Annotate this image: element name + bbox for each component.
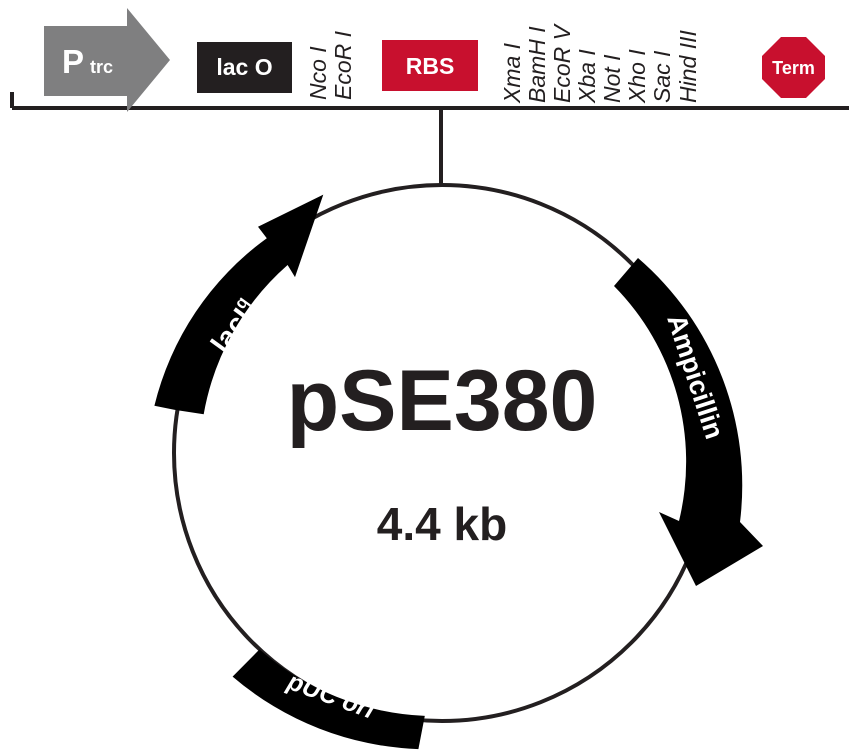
rbs-box: RBS [382, 40, 478, 91]
site-ecor-v: EcoR V [549, 22, 575, 103]
laciq-arrow [154, 194, 324, 415]
puc-ori-block [232, 649, 425, 750]
site-bamh-i: BamH I [524, 26, 550, 103]
terminator-shape [762, 37, 825, 98]
site-sac-i: Sac I [649, 50, 675, 103]
plasmid-name: pSE380 [287, 353, 598, 449]
terminator-label: Term [772, 58, 815, 78]
promoter-subscript: trc [90, 57, 113, 77]
plasmid-size: 4.4 kb [377, 498, 507, 550]
rbs-rect [382, 40, 478, 91]
plasmid-circle-group: lacIq Ampicillin pUC ori pSE380 4.4 kb [154, 183, 763, 750]
ampicillin-arrow [614, 258, 763, 586]
restriction-sites-group-2: Xma I BamH I EcoR V Xba I Not I Xho I Sa… [499, 22, 701, 104]
terminator-octagon: Term [762, 37, 825, 98]
site-nco-i: Nco I [305, 46, 331, 100]
puc-ori-feature: pUC ori [232, 649, 425, 750]
promoter-label: P [62, 43, 84, 80]
rbs-label: RBS [406, 53, 455, 79]
site-hind-iii: Hind III [675, 30, 701, 103]
expression-cassette: P trc lac O Nco I EcoR I RBS Xma I BamH … [10, 8, 849, 186]
promoter-arrow: P trc [44, 8, 170, 112]
lac-operator-label: lac O [216, 54, 272, 80]
lac-operator-rect [197, 42, 292, 93]
cassette-baseline [10, 92, 849, 110]
ampicillin-feature: Ampicillin [614, 258, 763, 586]
site-xba-i: Xba I [574, 49, 600, 104]
restriction-sites-group-1: Nco I EcoR I [305, 30, 356, 100]
site-xho-i: Xho I [624, 49, 650, 104]
site-xma-i: Xma I [499, 42, 525, 104]
site-ecor-i: EcoR I [330, 30, 356, 100]
promoter-arrow-shape [44, 8, 170, 112]
site-not-i: Not I [599, 54, 625, 103]
lac-operator-box: lac O [197, 42, 292, 93]
